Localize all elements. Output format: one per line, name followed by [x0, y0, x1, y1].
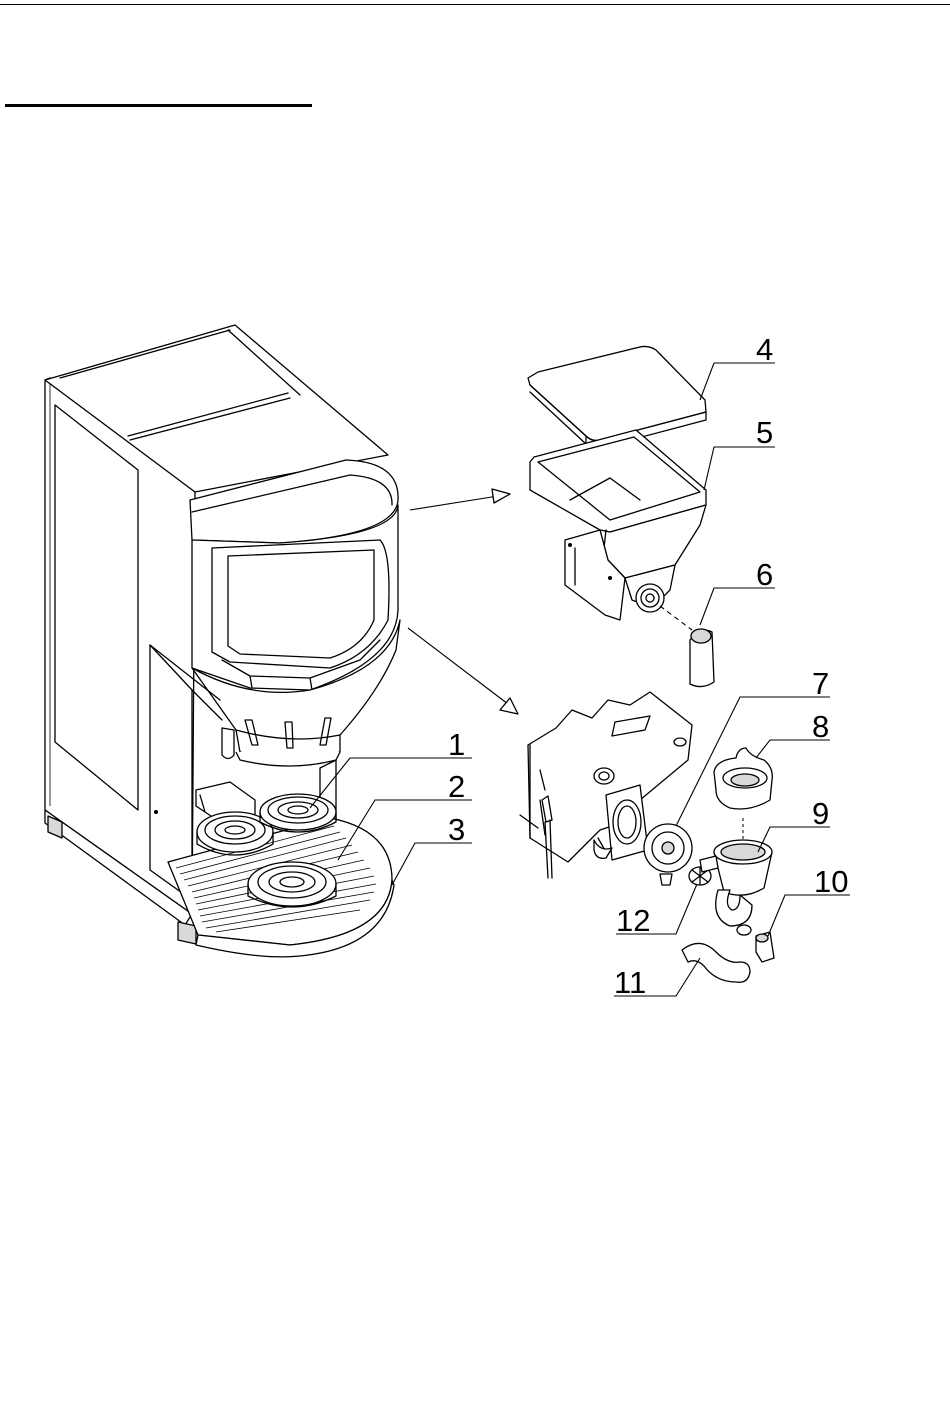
explode-arrow-top: [410, 489, 510, 510]
callout-12: 12: [616, 903, 650, 938]
callout-2: 2: [448, 769, 465, 804]
coffee-machine-drawing: [45, 325, 400, 957]
hopper-assembly-drawing: [528, 346, 714, 686]
callout-numbers: 1 2 3 4 5 6 7 8 9 10 11 12: [448, 332, 848, 1000]
callout-10: 10: [814, 864, 848, 899]
callout-1: 1: [448, 727, 465, 762]
callout-6: 6: [756, 557, 773, 592]
callout-8: 8: [812, 709, 829, 744]
callout-11: 11: [614, 965, 646, 1000]
callout-7: 7: [812, 666, 829, 701]
mixer-assembly-drawing: [520, 692, 774, 982]
callout-4: 4: [756, 332, 773, 367]
callout-3: 3: [448, 812, 465, 847]
callout-5: 5: [756, 415, 773, 450]
explode-arrow-bottom: [408, 628, 518, 714]
callout-9: 9: [812, 796, 829, 831]
